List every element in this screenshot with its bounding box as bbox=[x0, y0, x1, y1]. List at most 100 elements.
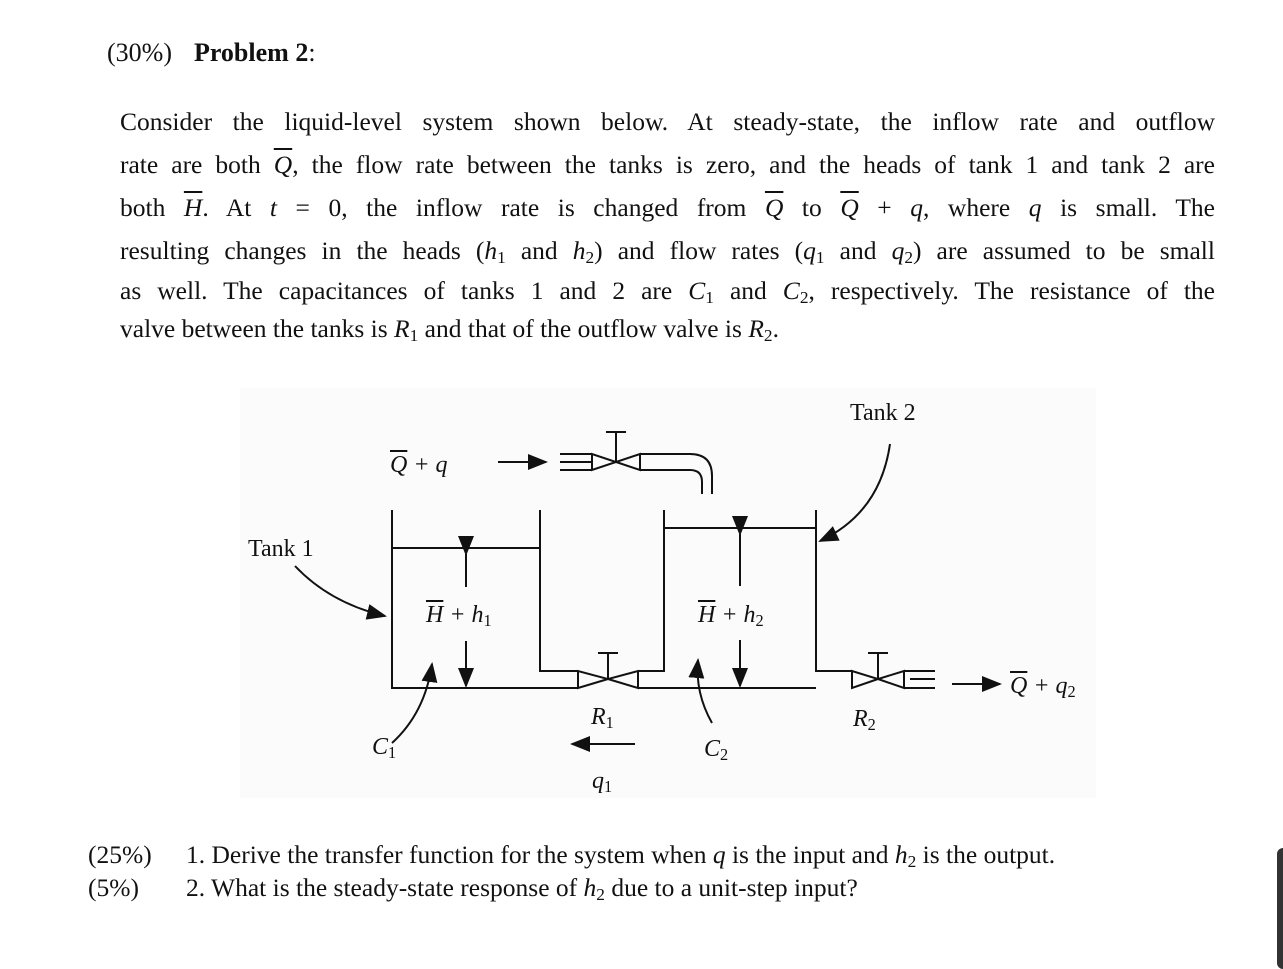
heading-colon: : bbox=[308, 38, 316, 67]
liquid-level-diagram: Tank 1 Tank 2 Q + q H + h1 H + h2 R1 R2 … bbox=[240, 388, 1096, 798]
question-list: (25%) 1. Derive the transfer function fo… bbox=[88, 838, 1055, 904]
question-weight: (25%) bbox=[88, 840, 152, 869]
text: ) and flow rates ( bbox=[594, 236, 804, 265]
inflow-pipe bbox=[560, 453, 592, 471]
q-symbol: q bbox=[891, 236, 905, 265]
text: 2. What is the steady-state response of bbox=[186, 873, 584, 902]
valve-r2 bbox=[851, 669, 905, 690]
statement-line-3: both H. At t = 0, the inflow rate is cha… bbox=[120, 186, 1215, 229]
r-symbol: R bbox=[853, 706, 868, 732]
statement-line-6: valve between the tanks is R1 and that o… bbox=[120, 310, 1215, 348]
subscript: 2 bbox=[596, 885, 605, 904]
tank-2-wall-right bbox=[815, 510, 852, 672]
inflow-valve bbox=[591, 452, 641, 472]
text: , the flow rate between the tanks is zer… bbox=[292, 150, 1215, 179]
q-bar-symbol: Q bbox=[840, 193, 859, 222]
subscript: 2 bbox=[799, 288, 809, 307]
question-weight: (5%) bbox=[88, 873, 139, 902]
q-symbol: q bbox=[592, 768, 604, 794]
subscript: 1 bbox=[483, 611, 492, 630]
text: and bbox=[713, 276, 783, 305]
problem-weight: (30%) bbox=[107, 38, 172, 67]
h-symbol: h bbox=[894, 840, 908, 869]
outflow-pipe bbox=[904, 670, 935, 689]
r-symbol: R bbox=[748, 314, 764, 343]
subscript: 1 bbox=[604, 777, 613, 796]
text: 1. Derive the transfer function for the … bbox=[186, 840, 713, 869]
plus-h: + h bbox=[715, 602, 756, 628]
text: + bbox=[858, 193, 911, 222]
text: , respectively. The resistance of the bbox=[808, 276, 1215, 305]
subscript: 2 bbox=[867, 715, 876, 734]
q-bar-symbol: Q bbox=[390, 452, 408, 478]
tank-1-wall-right bbox=[539, 510, 578, 672]
statement-line-1: Consider the liquid-level system shown b… bbox=[120, 100, 1215, 143]
text: due to a unit-step input? bbox=[604, 873, 858, 902]
r-symbol: R bbox=[394, 314, 410, 343]
h-symbol: h bbox=[583, 873, 597, 902]
subscript: 1 bbox=[605, 713, 614, 732]
subscript: 1 bbox=[388, 743, 397, 762]
text: as well. The capacitances of tanks 1 and… bbox=[120, 276, 689, 305]
h-symbol: h bbox=[484, 236, 498, 265]
text: and bbox=[505, 236, 573, 265]
subscript: 2 bbox=[907, 852, 917, 871]
text: both bbox=[120, 193, 184, 222]
question-2: (5%) 2. What is the steady-state respons… bbox=[88, 871, 1055, 904]
problem-statement: Consider the liquid-level system shown b… bbox=[120, 100, 1215, 348]
q-bar-symbol: Q bbox=[764, 193, 784, 222]
c2-label: C2 bbox=[704, 736, 728, 763]
subscript: 2 bbox=[763, 326, 773, 345]
problem-title: Problem 2 bbox=[193, 38, 309, 67]
head-2-label: H + h2 bbox=[698, 602, 764, 630]
plus-q: + q bbox=[1027, 673, 1068, 699]
c-symbol: C bbox=[688, 276, 706, 305]
t-symbol: t bbox=[269, 193, 277, 222]
c1-label: C1 bbox=[372, 734, 397, 762]
text: . bbox=[772, 314, 779, 343]
text: is the output. bbox=[916, 840, 1056, 869]
subscript: 1 bbox=[815, 248, 825, 267]
c-symbol: C bbox=[704, 736, 721, 762]
q-bar-symbol: Q bbox=[273, 150, 293, 179]
text: . At bbox=[202, 193, 270, 222]
c-symbol: C bbox=[372, 734, 389, 760]
question-text: 2. What is the steady-state response of … bbox=[186, 871, 858, 904]
inflow-label: Q + q bbox=[390, 452, 448, 478]
head-1-label: H + h1 bbox=[426, 602, 492, 630]
text: and that of the outflow valve is bbox=[418, 314, 749, 343]
statement-line-5: as well. The capacitances of tanks 1 and… bbox=[120, 272, 1215, 310]
subscript: 1 bbox=[497, 248, 506, 267]
text: to bbox=[783, 193, 841, 222]
tank-1-label: Tank 1 bbox=[248, 536, 314, 562]
pipe-between-tanks bbox=[638, 510, 816, 689]
tank-1-wall bbox=[391, 510, 578, 689]
text: Consider the liquid-level system shown b… bbox=[120, 107, 1215, 136]
subscript: 2 bbox=[585, 248, 595, 267]
text: is small. The bbox=[1041, 193, 1216, 222]
valve-r1 bbox=[577, 669, 639, 690]
h-symbol: h bbox=[572, 236, 586, 265]
question-text: 1. Derive the transfer function for the … bbox=[186, 838, 1055, 871]
q-bar-symbol: Q bbox=[1010, 673, 1028, 699]
diagram-drawing bbox=[294, 431, 1002, 752]
text: resulting changes in the heads ( bbox=[120, 236, 485, 265]
text: valve between the tanks is bbox=[120, 314, 395, 343]
text: rate are both bbox=[120, 150, 274, 179]
plus-q: + q bbox=[407, 452, 448, 478]
problem-heading: (30%) Problem 2: bbox=[107, 38, 316, 68]
subscript: 2 bbox=[755, 611, 764, 630]
question-1: (25%) 1. Derive the transfer function fo… bbox=[88, 838, 1055, 871]
text: = 0, the inflow rate is changed from bbox=[276, 193, 765, 222]
scrollbar-thumb[interactable] bbox=[1277, 848, 1283, 969]
subscript: 2 bbox=[904, 248, 913, 267]
subscript: 1 bbox=[409, 326, 419, 345]
q-symbol: q bbox=[712, 840, 726, 869]
h-bar-symbol: H bbox=[183, 193, 203, 222]
q-symbol: q bbox=[910, 193, 923, 222]
c-symbol: C bbox=[782, 276, 800, 305]
plus-h: + h bbox=[443, 602, 484, 628]
text: ) are assumed to be small bbox=[912, 236, 1215, 265]
r2-label: R2 bbox=[853, 706, 876, 734]
subscript: 2 bbox=[1067, 682, 1076, 701]
